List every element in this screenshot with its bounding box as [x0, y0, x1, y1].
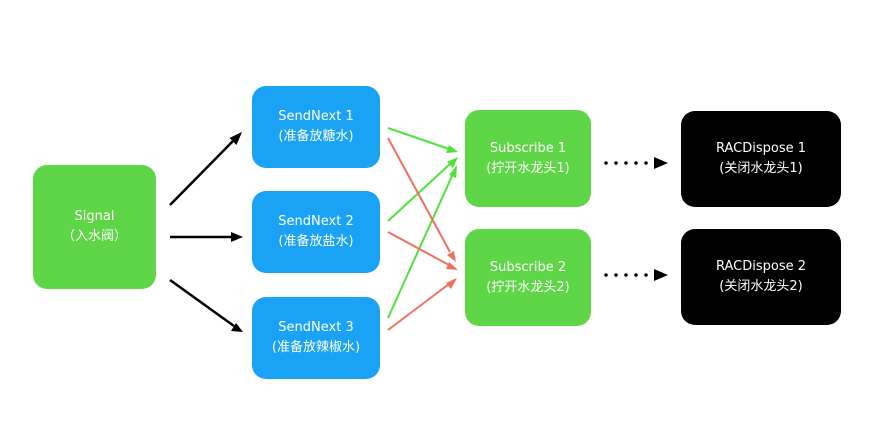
edge-signal-sendnext1 — [169, 132, 242, 206]
node-dispose1-subtitle: (关闭水龙头1) — [719, 161, 803, 176]
node-dispose2: RACDispose 2 (关闭水龙头2) — [681, 229, 841, 325]
node-subscribe2-title: Subscribe 2 — [489, 259, 567, 275]
node-sendnext2-title: SendNext 2 — [278, 214, 354, 229]
node-signal-subtitle: （入水阀） — [61, 229, 127, 244]
edge-signal-sendnext2 — [170, 232, 243, 242]
node-sendnext2-subtitle: (准备放盐水) — [278, 234, 354, 249]
node-dispose1-title: RACDispose 1 — [715, 141, 807, 156]
node-sendnext1-subtitle: (准备放糖水) — [278, 129, 354, 144]
node-sendnext3: SendNext 3 (准备放辣椒水) — [252, 297, 380, 379]
edge-sendnext1-subscribe2 — [387, 137, 456, 262]
edge-sendnext3-subscribe1 — [387, 165, 457, 319]
node-dispose1: RACDispose 1 (关闭水龙头1) — [681, 111, 841, 207]
node-sendnext1: SendNext 1 (准备放糖水) — [252, 86, 380, 168]
node-subscribe1: Subscribe 1 (拧开水龙头1) — [465, 110, 591, 207]
edge-signal-sendnext3 — [169, 278, 243, 332]
node-subscribe2: Subscribe 2 (拧开水龙头2) — [465, 229, 591, 326]
node-signal: Signal （入水阀） — [33, 165, 156, 289]
edge-sendnext2-subscribe1 — [387, 157, 458, 222]
node-signal-title: Signal — [74, 209, 115, 224]
edge-subscribe1-dispose1 — [604, 157, 668, 169]
node-sendnext1-title: SendNext 1 — [278, 109, 354, 124]
node-subscribe1-title: Subscribe 1 — [489, 140, 567, 156]
edge-sendnext2-subscribe2 — [387, 231, 458, 270]
node-sendnext3-subtitle: (准备放辣椒水) — [271, 340, 361, 355]
edge-sendnext1-subscribe1 — [387, 127, 458, 153]
node-sendnext2: SendNext 2 (准备放盐水) — [252, 191, 380, 273]
edge-sendnext3-subscribe2 — [387, 278, 457, 331]
node-subscribe1-subtitle: (拧开水龙头1) — [486, 160, 570, 176]
node-subscribe2-subtitle: (拧开水龙头2) — [486, 279, 570, 295]
node-sendnext3-title: SendNext 3 — [278, 320, 354, 335]
edge-subscribe2-dispose2 — [604, 269, 668, 281]
node-dispose2-title: RACDispose 2 — [715, 259, 807, 274]
node-dispose2-subtitle: (关闭水龙头2) — [719, 279, 803, 294]
